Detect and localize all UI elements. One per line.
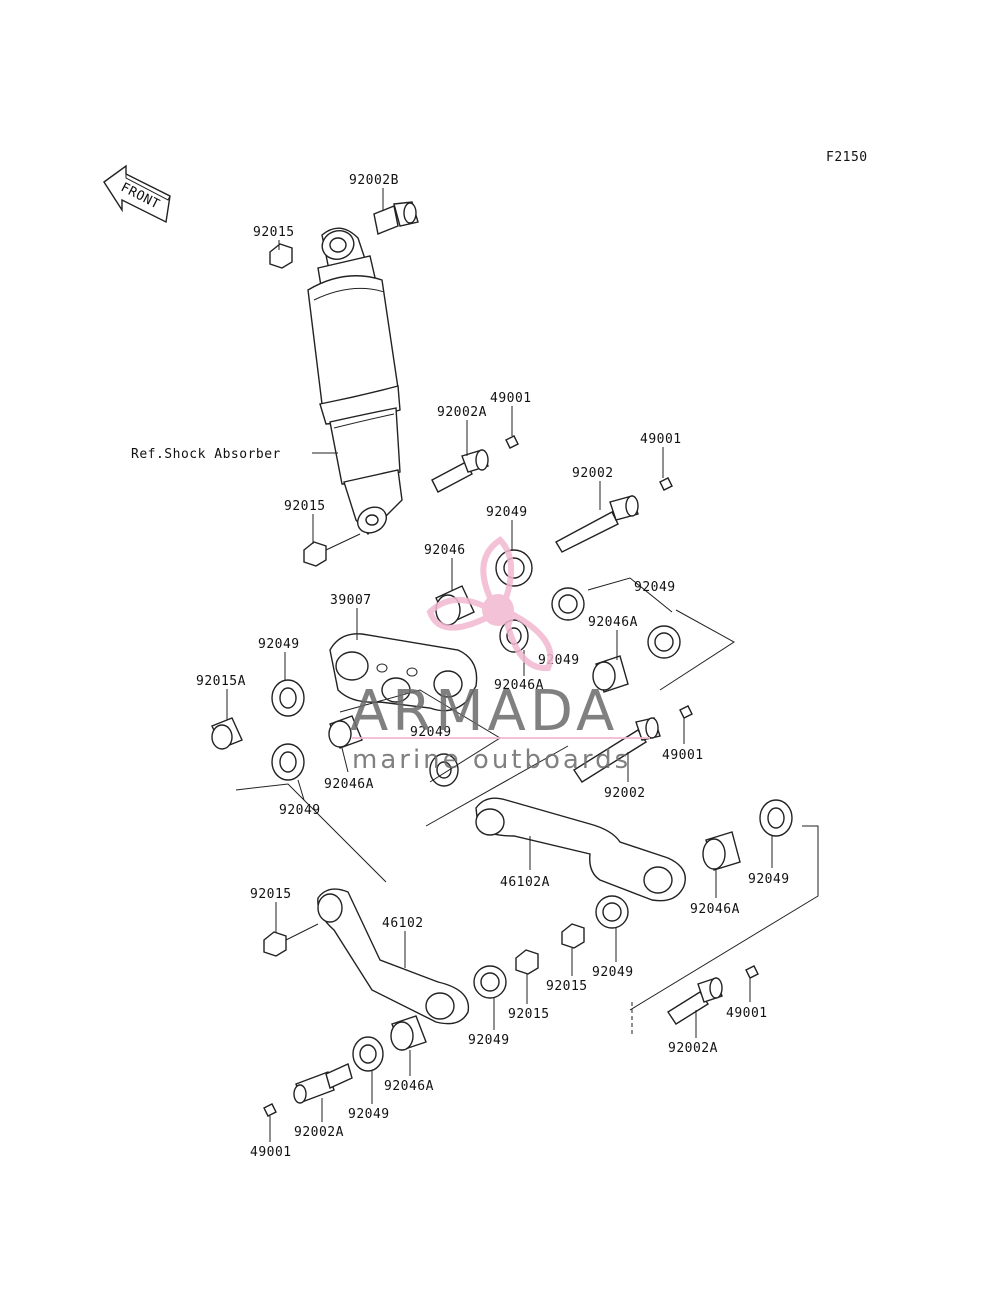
fitting-49001-c: [679, 705, 693, 719]
label-92002A-right: 92002A: [668, 1041, 718, 1056]
nut-92015-c: [263, 931, 287, 957]
nut-92015-b: [303, 541, 327, 567]
rocker-arm-39007: [329, 633, 478, 712]
label-92002-b: 92002: [604, 786, 646, 801]
label-92046A-c: 92046A: [324, 777, 374, 792]
label-92046A-e: 92046A: [384, 1079, 434, 1094]
nut-92015A: [211, 717, 243, 750]
label-92015-e: 92015: [546, 979, 588, 994]
link-46102A: [475, 797, 686, 902]
watermark-brand: ARMADA: [350, 679, 618, 744]
link-46102: [317, 888, 470, 1025]
washer-92049-b: [551, 587, 585, 621]
propeller-logo-icon: [426, 536, 554, 672]
fitting-49001-a: [505, 435, 519, 449]
label-46102A: 46102A: [500, 875, 550, 890]
label-92049-e: 92049: [258, 637, 300, 652]
label-92046A-d: 92046A: [690, 902, 740, 917]
label-92046A-a: 92046A: [588, 615, 638, 630]
washer-92049-i: [473, 965, 507, 999]
label-92015-c: 92015: [250, 887, 292, 902]
fitting-49001-e: [263, 1103, 277, 1117]
label-49001-b: 49001: [640, 432, 682, 447]
label-92015-d: 92015: [508, 1007, 550, 1022]
nut-92015-d: [515, 949, 539, 975]
label-92015-top: 92015: [253, 225, 295, 240]
bearing-92046A-a: [592, 655, 629, 693]
label-92049-i: 92049: [468, 1033, 510, 1048]
bolt-92002B: [373, 201, 419, 235]
label-92015-b: 92015: [284, 499, 326, 514]
fitting-49001-b: [659, 477, 673, 491]
nut-92015-top: [269, 243, 293, 269]
bearing-92046A-c: [328, 715, 363, 749]
label-92049-f: 92049: [279, 803, 321, 818]
label-92049-b: 92049: [634, 580, 676, 595]
label-92049-j: 92049: [592, 965, 634, 980]
shock-absorber: [307, 227, 403, 536]
washer-92049-h: [759, 799, 793, 837]
front-arrow-icon: FRONT: [103, 164, 171, 224]
label-49001-e: 49001: [250, 1145, 292, 1160]
ref-shock-label: Ref.Shock Absorber: [131, 447, 281, 462]
label-92049-g: 92049: [410, 725, 452, 740]
fitting-49001-d: [745, 965, 759, 979]
watermark-tagline: marine outboards: [352, 745, 631, 775]
label-49001-d: 49001: [726, 1006, 768, 1021]
bolt-92002A-mid: [431, 449, 489, 493]
label-92002A-left: 92002A: [294, 1125, 344, 1140]
diagram-code: F2150: [826, 150, 868, 165]
label-49001-c: 49001: [662, 748, 704, 763]
label-92046: 92046: [424, 543, 466, 558]
label-92049-a: 92049: [486, 505, 528, 520]
watermark: ARMADA marine outboards: [350, 536, 650, 775]
label-46102: 46102: [382, 916, 424, 931]
nut-92015-e: [561, 923, 585, 949]
label-49001-a: 49001: [490, 391, 532, 406]
label-92002A-mid: 92002A: [437, 405, 487, 420]
washer-92049-e: [271, 679, 305, 717]
label-92046A-b: 92046A: [494, 678, 544, 693]
washer-92049-k: [352, 1036, 384, 1072]
washer-92049-j: [595, 895, 629, 929]
washer-92049-f: [271, 743, 305, 781]
label-39007: 39007: [330, 593, 372, 608]
washer-92049-c: [647, 625, 681, 659]
bolt-92002-a: [555, 495, 639, 553]
bolt-92002A-right: [667, 977, 723, 1025]
bolt-92002A-left: [293, 1063, 353, 1104]
bolt-92002-b: [573, 717, 661, 783]
label-92002B: 92002B: [349, 173, 399, 188]
bearing-92046A-e: [390, 1015, 427, 1051]
label-92002-a: 92002: [572, 466, 614, 481]
label-92049-h: 92049: [748, 872, 790, 887]
label-92049-k: 92049: [348, 1107, 390, 1122]
label-92015A: 92015A: [196, 674, 246, 689]
bearing-92046A-d: [702, 831, 741, 871]
